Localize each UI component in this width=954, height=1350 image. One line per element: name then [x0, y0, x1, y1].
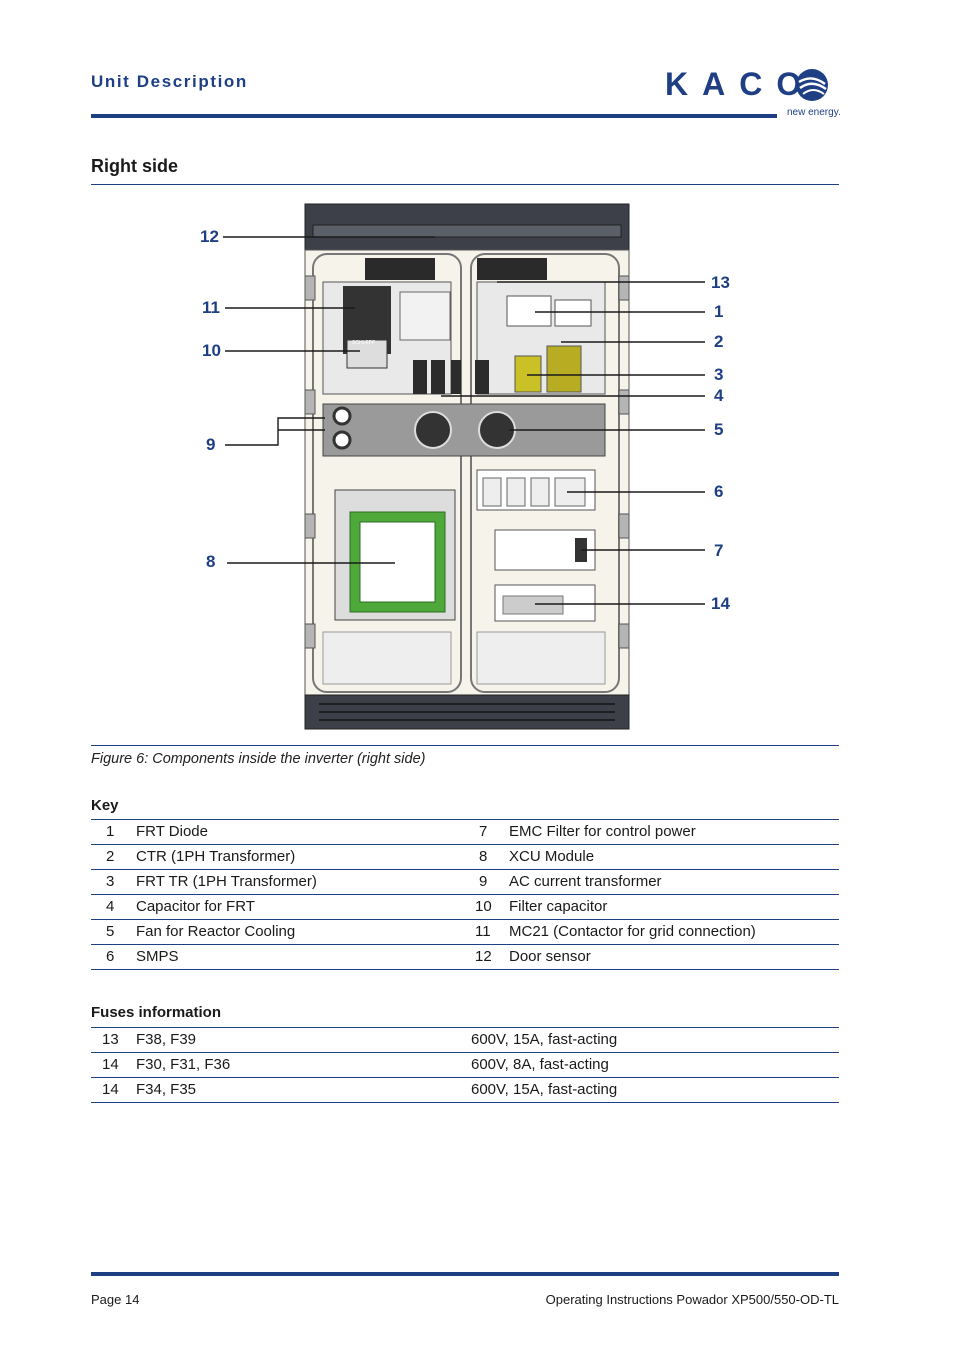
footer-rule	[91, 1272, 839, 1276]
key-description: Capacitor for FRT	[136, 898, 255, 915]
table-row: 4 Capacitor for FRT 10 Filter capacitor	[91, 894, 839, 919]
swirl-logo-icon	[795, 68, 829, 102]
fuse-ref: 14	[102, 1056, 119, 1073]
table-row: 14 F30, F31, F36 600V, 8A, fast-acting	[91, 1052, 839, 1077]
key-description: MC21 (Contactor for grid connection)	[509, 923, 756, 940]
figure-rule	[91, 745, 839, 746]
key-description: FRT TR (1PH Transformer)	[136, 873, 317, 890]
table-row: 2 CTR (1PH Transformer) 8 XCU Module	[91, 844, 839, 869]
fuses-title: Fuses information	[91, 1004, 222, 1021]
key-number: 8	[479, 848, 488, 865]
fuse-rating: 600V, 15A, fast-acting	[471, 1031, 618, 1048]
heading-rule	[91, 184, 839, 185]
device-label: SCHLEPP	[352, 340, 376, 346]
page-number: Page 14	[91, 1292, 140, 1307]
key-number: 5	[106, 923, 115, 940]
callout-10: 10	[202, 341, 221, 360]
document-title: Operating Instructions Powador XP500/550…	[545, 1292, 839, 1307]
key-number: 2	[106, 848, 115, 865]
key-description: AC current transformer	[509, 873, 662, 890]
brand-logo-text: KACO	[665, 66, 816, 102]
header-rule	[91, 114, 777, 118]
key-number: 4	[106, 898, 115, 915]
key-description: SMPS	[136, 948, 179, 965]
fuse-names: F34, F35	[136, 1081, 197, 1098]
key-description: Fan for Reactor Cooling	[136, 923, 296, 940]
table-row: 14 F34, F35 600V, 15A, fast-acting	[91, 1077, 839, 1103]
callout-5: 5	[714, 420, 724, 439]
key-description: EMC Filter for control power	[509, 823, 696, 840]
table-row: 1 FRT Diode 7 EMC Filter for control pow…	[91, 819, 839, 844]
callout-3: 3	[714, 365, 724, 384]
fuse-rating: 600V, 8A, fast-acting	[471, 1056, 609, 1073]
callout-1: 1	[714, 302, 724, 321]
brand-tagline: new energy.	[787, 107, 841, 118]
fuses-table: 13 F38, F39 600V, 15A, fast-acting 14 F3…	[91, 1027, 839, 1103]
callout-4: 4	[714, 386, 724, 405]
key-number: 6	[106, 948, 115, 965]
key-table: 1 FRT Diode 7 EMC Filter for control pow…	[91, 819, 839, 970]
callout-7: 7	[714, 541, 724, 560]
table-row: 5 Fan for Reactor Cooling 11 MC21 (Conta…	[91, 919, 839, 944]
key-number: 9	[479, 873, 488, 890]
key-number: 10	[475, 898, 492, 915]
fuse-names: F38, F39	[136, 1031, 197, 1048]
fuse-ref: 13	[102, 1031, 119, 1048]
fuse-ref: 14	[102, 1081, 119, 1098]
key-title: Key	[91, 797, 119, 814]
table-row: 3 FRT TR (1PH Transformer) 9 AC current …	[91, 869, 839, 894]
key-number: 3	[106, 873, 115, 890]
callout-6: 6	[714, 482, 724, 501]
page-heading: Right side	[91, 156, 179, 176]
key-description: CTR (1PH Transformer)	[136, 848, 296, 865]
key-number: 11	[475, 923, 491, 940]
fuse-names: F30, F31, F36	[136, 1056, 231, 1073]
callout-11: 11	[202, 298, 220, 317]
key-number: 7	[479, 823, 488, 840]
inverter-figure	[195, 200, 755, 735]
figure-caption: Figure 6: Components inside the inverter…	[91, 751, 426, 767]
callout-12: 12	[200, 227, 219, 246]
table-row: 13 F38, F39 600V, 15A, fast-acting	[91, 1027, 839, 1052]
key-description: FRT Diode	[136, 823, 208, 840]
key-number: 1	[106, 823, 115, 840]
fuse-rating: 600V, 15A, fast-acting	[471, 1081, 618, 1098]
callout-8: 8	[206, 552, 216, 571]
callout-14: 14	[711, 594, 730, 613]
section-title: Unit Description	[91, 72, 248, 91]
key-description: Filter capacitor	[509, 898, 608, 915]
key-number: 12	[475, 948, 492, 965]
key-description: Door sensor	[509, 948, 591, 965]
table-row: 6 SMPS 12 Door sensor	[91, 944, 839, 970]
callout-2: 2	[714, 332, 724, 351]
key-description: XCU Module	[509, 848, 595, 865]
callout-9: 9	[206, 435, 216, 454]
callout-13: 13	[711, 273, 730, 292]
